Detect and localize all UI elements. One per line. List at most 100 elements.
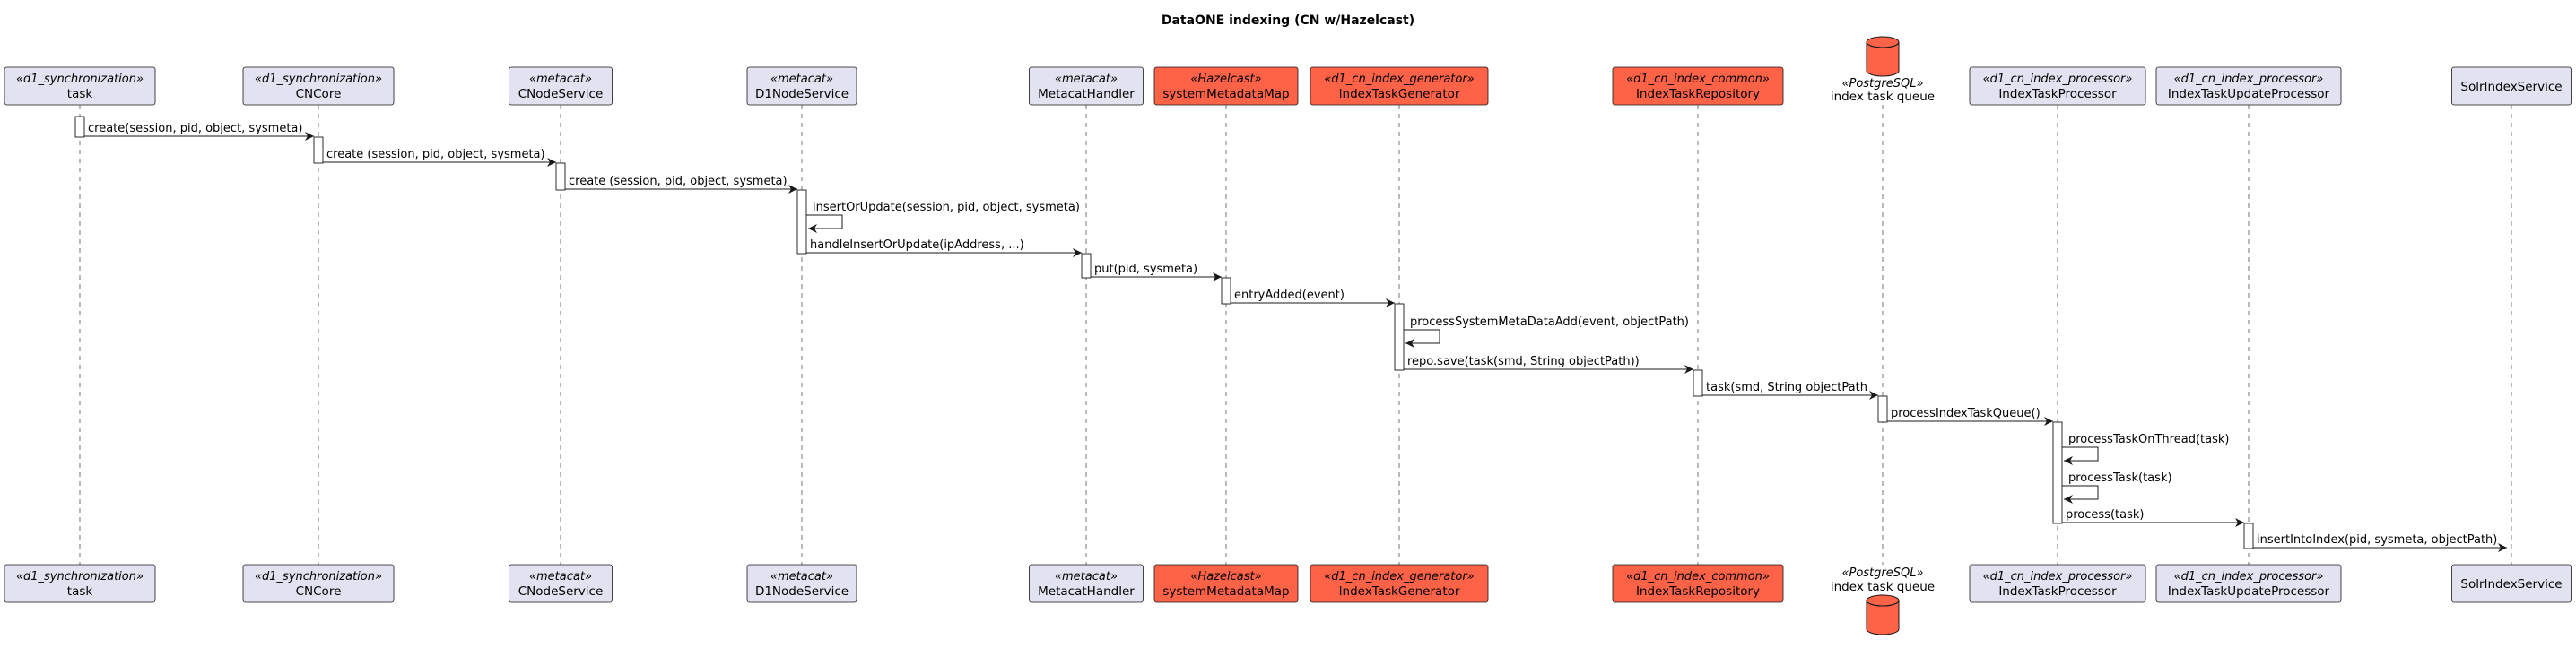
arrow-head xyxy=(1405,339,1414,348)
participant-name: IndexTaskGenerator xyxy=(1339,87,1460,101)
arrow-head xyxy=(547,158,556,167)
message-label: repo.save(task(smd, String objectPath)) xyxy=(1407,355,1640,368)
database-icon xyxy=(1866,42,1900,77)
message: insertOrUpdate(session, pid, object, sys… xyxy=(806,201,1080,233)
participant-name: D1NodeService xyxy=(755,87,849,101)
participant-box xyxy=(1029,66,1144,106)
message: entryAdded(event) xyxy=(1231,289,1395,307)
activation-bar xyxy=(1693,369,1703,397)
message: processSystemMetaDataAdd(event, objectPa… xyxy=(1404,315,1689,348)
message: insertIntoIndex(pid, sysmeta, objectPath… xyxy=(2253,533,2507,552)
participant-stereotype: «d1_cn_index_generator» xyxy=(1324,570,1474,583)
participant-stereotype: «metacat» xyxy=(1055,570,1118,583)
message: processTaskOnThread(task) xyxy=(2062,433,2229,465)
participant-stereotype: «PostgreSQL» xyxy=(1841,566,1923,580)
lifelines xyxy=(79,105,2512,565)
arrow-head xyxy=(1213,272,1222,281)
message: processTask(task) xyxy=(2062,471,2172,504)
arrow-head xyxy=(1073,248,1082,257)
participant-bottom: «metacat»MetacatHandler xyxy=(1029,564,1144,603)
arrow-head xyxy=(2235,518,2244,527)
message: task(smd, String objectPath xyxy=(1702,381,1878,400)
participant-name: IndexTaskRepository xyxy=(1636,87,1760,101)
participant-name: IndexTaskUpdateProcessor xyxy=(2168,584,2330,599)
participant-stereotype: «metacat» xyxy=(529,570,592,583)
arrow-head xyxy=(1869,391,1878,400)
participant-box xyxy=(2451,66,2572,106)
arrow-head xyxy=(1684,365,1693,374)
arrow-head xyxy=(808,224,817,233)
participant-box xyxy=(1612,564,1784,603)
participant-stereotype: «d1_cn_index_processor» xyxy=(1983,73,2133,86)
participant-box xyxy=(1310,564,1489,603)
participant-box xyxy=(2155,564,2342,603)
participant-stereotype: «d1_synchronization» xyxy=(255,570,382,583)
activation-bar xyxy=(2243,523,2254,549)
database-icon-rim xyxy=(1866,41,1900,48)
participant-name: IndexTaskProcessor xyxy=(1998,584,2117,599)
diagram-title: DataONE indexing (CN w/Hazelcast) xyxy=(1162,13,1414,28)
participant-bottom: «d1_cn_index_processor»IndexTaskUpdatePr… xyxy=(2155,564,2342,603)
participant-box xyxy=(746,564,857,603)
participant-name: SolrIndexService xyxy=(2460,80,2562,94)
participant-box xyxy=(1969,66,2146,106)
participant-name: D1NodeService xyxy=(755,584,849,599)
participant-stereotype: «d1_cn_index_common» xyxy=(1626,570,1770,583)
self-message-line xyxy=(806,214,843,229)
participant-bottom: «d1_cn_index_generator»IndexTaskGenerato… xyxy=(1310,564,1489,603)
participant-box xyxy=(1310,66,1489,106)
participant-box xyxy=(4,564,156,603)
message-label: processTaskOnThread(task) xyxy=(2068,433,2229,446)
activation-bar xyxy=(1081,253,1092,279)
participant-box xyxy=(242,564,395,603)
self-message-line xyxy=(1404,329,1440,344)
participant-bottom: «Hazelcast»systemMetadataMap xyxy=(1153,564,1299,603)
participant-box xyxy=(2451,564,2572,603)
database-icon-rim xyxy=(1866,600,1900,607)
participant-name: task xyxy=(67,87,93,101)
participant-stereotype: «d1_synchronization» xyxy=(255,73,382,86)
participant-name: CNCore xyxy=(296,584,342,599)
message-label: create (session, pid, object, sysmeta) xyxy=(569,175,788,188)
participant-stereotype: «d1_cn_index_processor» xyxy=(1983,570,2133,583)
participant-bottom: «PostgreSQL»index task queue xyxy=(1831,566,1935,635)
database-icon xyxy=(1866,600,1900,635)
participant-stereotype: «d1_synchronization» xyxy=(16,73,144,86)
arrow-head xyxy=(788,185,797,194)
arrow-head xyxy=(2064,456,2073,465)
message: create (session, pid, object, sysmeta) xyxy=(565,175,797,194)
participant-stereotype: «d1_cn_index_processor» xyxy=(2174,73,2324,86)
activation-bars xyxy=(74,116,2254,549)
message: create (session, pid, object, sysmeta) xyxy=(323,148,556,167)
message-label: handleInsertOrUpdate(ipAddress, ...) xyxy=(810,238,1024,252)
participants: «d1_synchronization»task«d1_synchronizat… xyxy=(4,36,2572,635)
participant-top: «PostgreSQL»index task queue xyxy=(1831,36,1935,104)
participant-box xyxy=(1969,564,2146,603)
participant-box xyxy=(4,66,156,106)
message-label: task(smd, String objectPath xyxy=(1706,381,1867,394)
participant-box xyxy=(1153,564,1299,603)
message-label: create(session, pid, object, sysmeta) xyxy=(88,122,302,135)
participant-box xyxy=(242,66,395,106)
participant-name: IndexTaskProcessor xyxy=(1998,87,2117,101)
message-label: create (session, pid, object, sysmeta) xyxy=(326,148,545,161)
participant-name: IndexTaskGenerator xyxy=(1339,584,1460,599)
participant-name: IndexTaskRepository xyxy=(1636,584,1760,599)
participant-name: CNodeService xyxy=(518,584,604,599)
message-label: insertIntoIndex(pid, sysmeta, objectPath… xyxy=(2257,533,2497,547)
participant-top: «d1_synchronization»task xyxy=(4,66,156,106)
message: repo.save(task(smd, String objectPath)) xyxy=(1404,355,1693,374)
participant-box xyxy=(509,564,613,603)
activation-bar xyxy=(74,116,85,138)
participant-stereotype: «d1_synchronization» xyxy=(16,570,144,583)
participant-stereotype: «d1_cn_index_generator» xyxy=(1324,73,1474,86)
message-label: process(task) xyxy=(2066,508,2144,522)
participant-top: «metacat»D1NodeService xyxy=(746,66,857,106)
participant-bottom: «d1_cn_index_common»IndexTaskRepository xyxy=(1612,564,1784,603)
participant-stereotype: «metacat» xyxy=(770,570,833,583)
participant-bottom: «d1_cn_index_processor»IndexTaskProcesso… xyxy=(1969,564,2146,603)
participant-box xyxy=(1153,66,1299,106)
participant-stereotype: «metacat» xyxy=(770,73,833,86)
participant-box xyxy=(2155,66,2342,106)
